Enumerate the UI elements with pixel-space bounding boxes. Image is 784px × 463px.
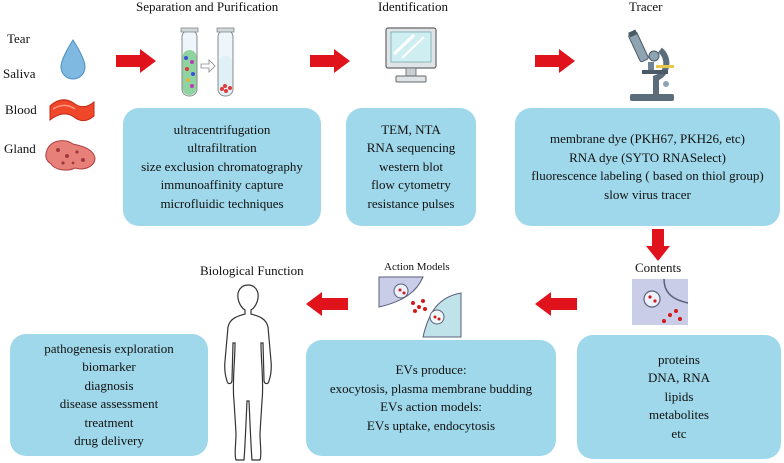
action-models-item: EVs produce: xyxy=(395,362,467,377)
tracer-title: Tracer xyxy=(629,0,663,14)
vesicle-contents-icon xyxy=(632,278,689,325)
arrow-left-icon xyxy=(535,292,577,316)
separation-item: immunoaffinity capture xyxy=(160,177,284,193)
biological-function-item: diagnosis xyxy=(84,377,134,393)
identification-item: RNA sequencing xyxy=(366,140,456,156)
action-models-box: EVs produce: exocytosis, plasma membrane… xyxy=(306,340,556,456)
identification-item: western blot xyxy=(379,158,443,174)
action-models-title: Action Models xyxy=(384,261,450,273)
arrow-right-icon xyxy=(116,49,156,73)
monitor-icon xyxy=(385,27,437,83)
biological-function-item: biomarker xyxy=(82,359,136,374)
action-model-icon xyxy=(378,276,462,338)
source-label-gland: Gland xyxy=(4,141,36,156)
test-tubes-icon xyxy=(180,27,235,97)
source-label-saliva: Saliva xyxy=(3,66,36,81)
biological-function-item: drug delivery xyxy=(74,433,144,448)
contents-item: etc xyxy=(671,425,687,441)
biological-function-item: pathogenesis exploration xyxy=(44,340,174,356)
tracer-item: slow virus tracer xyxy=(604,186,691,202)
contents-box: proteins DNA, RNA lipids metabolites etc xyxy=(577,335,781,459)
separation-item: size exclusion chromatography xyxy=(141,158,303,174)
identification-item: TEM, NTA xyxy=(381,121,441,137)
source-label-tear: Tear xyxy=(7,31,30,46)
biological-function-box: pathogenesis exploration biomarker diagn… xyxy=(10,334,208,456)
separation-item: ultrafiltration xyxy=(187,140,257,156)
biological-function-item: treatment xyxy=(84,414,134,430)
action-models-item: EVs action models: xyxy=(380,399,482,414)
biological-function-title: Biological Function xyxy=(200,263,304,278)
action-models-item: exocytosis, plasma membrane budding xyxy=(329,380,533,396)
separation-title: Separation and Purification xyxy=(136,0,279,14)
action-models-item: EVs uptake, endocytosis xyxy=(366,417,496,433)
tracer-methods-box: membrane dye (PKH67, PKH26, etc) RNA dye… xyxy=(515,108,780,226)
source-label-blood: Blood xyxy=(5,102,37,117)
blood-vessel-icon xyxy=(49,99,95,122)
contents-title: Contents xyxy=(635,260,682,275)
arrow-down-icon xyxy=(646,229,670,261)
contents-item: lipids xyxy=(664,388,694,404)
identification-item: flow cytometry xyxy=(371,177,451,193)
human-silhouette-icon xyxy=(224,284,272,461)
gland-icon xyxy=(45,140,96,171)
separation-item: ultracentrifugation xyxy=(173,121,271,137)
identification-methods-box: TEM, NTA RNA sequencing western blot flo… xyxy=(346,108,476,226)
contents-item: metabolites xyxy=(649,407,709,423)
contents-item: proteins xyxy=(658,351,700,367)
separation-item: microfluidic techniques xyxy=(160,195,284,211)
tracer-item: RNA dye (SYTO RNASelect) xyxy=(569,149,726,165)
biological-function-item: disease assessment xyxy=(59,396,159,411)
water-drop-icon xyxy=(60,39,86,80)
identification-title: Identification xyxy=(378,0,449,14)
arrow-right-icon xyxy=(310,49,350,73)
arrow-left-icon xyxy=(306,292,348,316)
arrow-right-icon xyxy=(535,49,575,73)
tracer-item: membrane dye (PKH67, PKH26, etc) xyxy=(550,131,745,146)
identification-item: resistance pulses xyxy=(367,195,455,211)
separation-methods-box: ultracentrifugation ultrafiltration size… xyxy=(123,108,321,226)
contents-item: DNA, RNA xyxy=(647,370,711,386)
tracer-item: fluorescence labeling ( based on thiol g… xyxy=(531,168,764,183)
microscope-icon xyxy=(628,29,674,101)
